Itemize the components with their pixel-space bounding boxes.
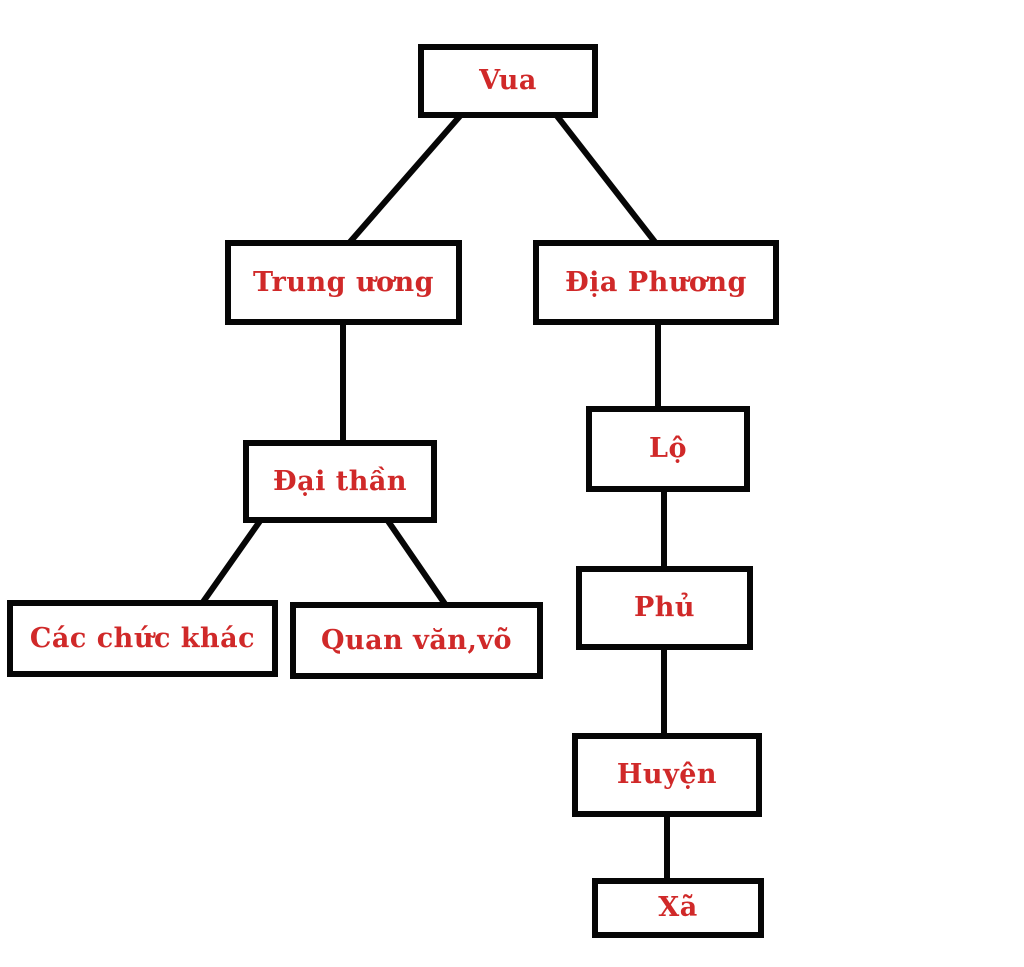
node-vua: Vua xyxy=(418,44,598,118)
node-cac-chuc-khac: Các chức khác xyxy=(7,600,278,677)
node-lo: Lộ xyxy=(586,406,750,492)
edge-vua-dia-phuong xyxy=(554,113,658,245)
node-dai-than-label: Đại thần xyxy=(273,465,407,497)
node-dai-than: Đại thần xyxy=(243,440,437,523)
node-huyen-label: Huyện xyxy=(616,759,718,791)
node-huyen: Huyện xyxy=(572,733,762,817)
edge-vua-trung-uong xyxy=(347,113,463,245)
node-vua-label: Vua xyxy=(479,65,537,97)
edge-dai-than-quan-van-vo xyxy=(385,518,448,607)
node-trung-uong: Trung ương xyxy=(225,240,462,325)
node-quan-van-vo: Quan văn,võ xyxy=(290,602,543,679)
node-dia-phuong-label: Địa Phương xyxy=(565,266,747,298)
node-cac-chuc-khac-label: Các chức khác xyxy=(29,622,256,654)
edge-dai-than-cac-chuc-khac xyxy=(200,518,263,605)
node-phu-label: Phủ xyxy=(633,592,696,624)
node-phu: Phủ xyxy=(576,566,753,650)
node-trung-uong-label: Trung ương xyxy=(252,266,435,298)
node-xa: Xã xyxy=(592,878,764,938)
node-xa-label: Xã xyxy=(658,892,698,924)
node-dia-phuong: Địa Phương xyxy=(533,240,779,325)
node-lo-label: Lộ xyxy=(649,433,687,465)
node-quan-van-vo-label: Quan văn,võ xyxy=(320,624,513,656)
